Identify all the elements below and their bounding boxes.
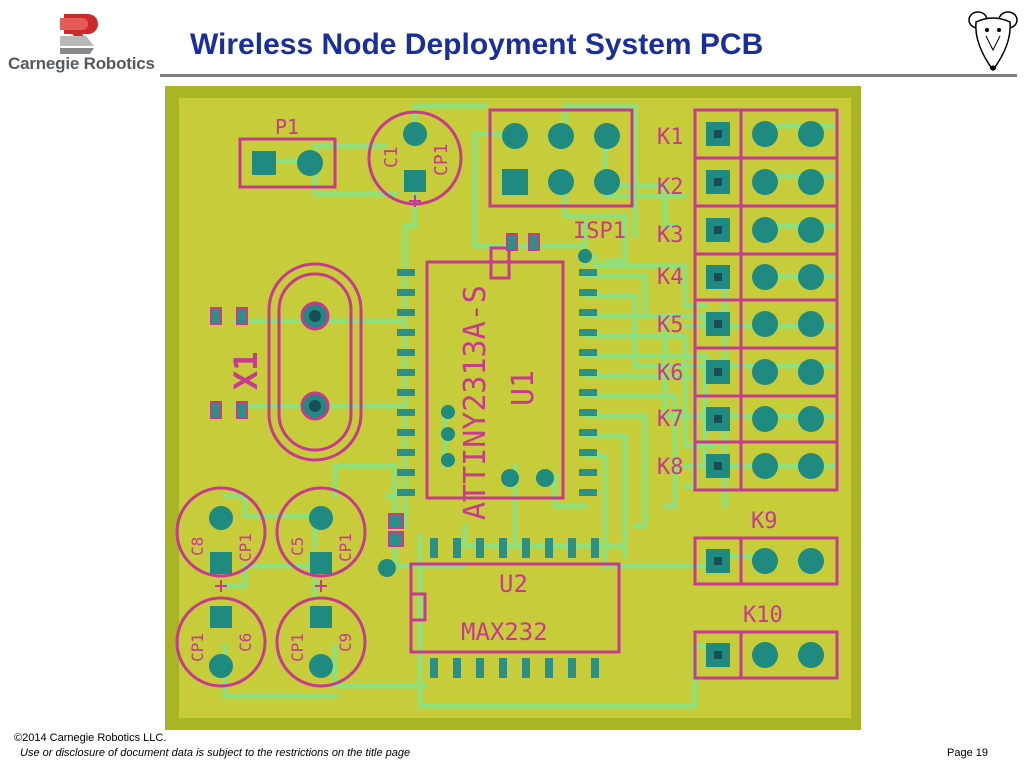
label-k1: K1 xyxy=(657,125,684,150)
copyright-text: ©2014 Carnegie Robotics LLC. xyxy=(14,732,167,744)
title-divider xyxy=(160,74,1017,77)
label-k7: K7 xyxy=(657,407,684,432)
label-isp1: ISP1 xyxy=(573,219,626,244)
label-c9: C9 xyxy=(336,633,355,652)
label-c9-cp1: CP1 xyxy=(288,633,307,662)
disclaimer-text: Use or disclosure of document data is su… xyxy=(20,747,411,759)
label-x1: X1 xyxy=(227,351,265,390)
page-number: Page 19 xyxy=(947,747,988,759)
label-k9: K9 xyxy=(751,509,778,534)
label-k6: K6 xyxy=(657,361,684,386)
label-k4: K4 xyxy=(657,265,684,290)
label-u1: U1 xyxy=(506,370,541,406)
label-c8-cp1: CP1 xyxy=(236,533,255,562)
label-c1: C1 xyxy=(381,146,402,168)
label-c6: C6 xyxy=(236,633,255,652)
label-c8: C8 xyxy=(188,537,207,556)
label-k8: K8 xyxy=(657,455,684,480)
pcb-layout-diagram: P1 C1 CP1 ISP1 X1 ATTINY2313A-S U1 U2 MA… xyxy=(165,86,861,730)
label-u2: U2 xyxy=(499,570,528,598)
label-k10: K10 xyxy=(743,603,783,628)
page-title: Wireless Node Deployment System PCB xyxy=(190,28,764,61)
label-k2: K2 xyxy=(657,175,684,200)
opossum-mascot-icon xyxy=(968,11,1018,72)
label-c1-cp1: CP1 xyxy=(431,143,452,176)
label-k5: K5 xyxy=(657,313,684,338)
label-c5: C5 xyxy=(288,537,307,556)
label-u2-part: MAX232 xyxy=(461,618,548,646)
label-u1-part: ATTINY2313A-S xyxy=(458,285,493,520)
label-p1: P1 xyxy=(275,115,299,139)
label-c6-cp1: CP1 xyxy=(188,633,207,662)
label-c5-cp1: CP1 xyxy=(336,533,355,562)
label-k3: K3 xyxy=(657,223,684,248)
carnegie-robotics-logo xyxy=(60,14,98,54)
logo-text: Carnegie Robotics xyxy=(8,54,155,73)
